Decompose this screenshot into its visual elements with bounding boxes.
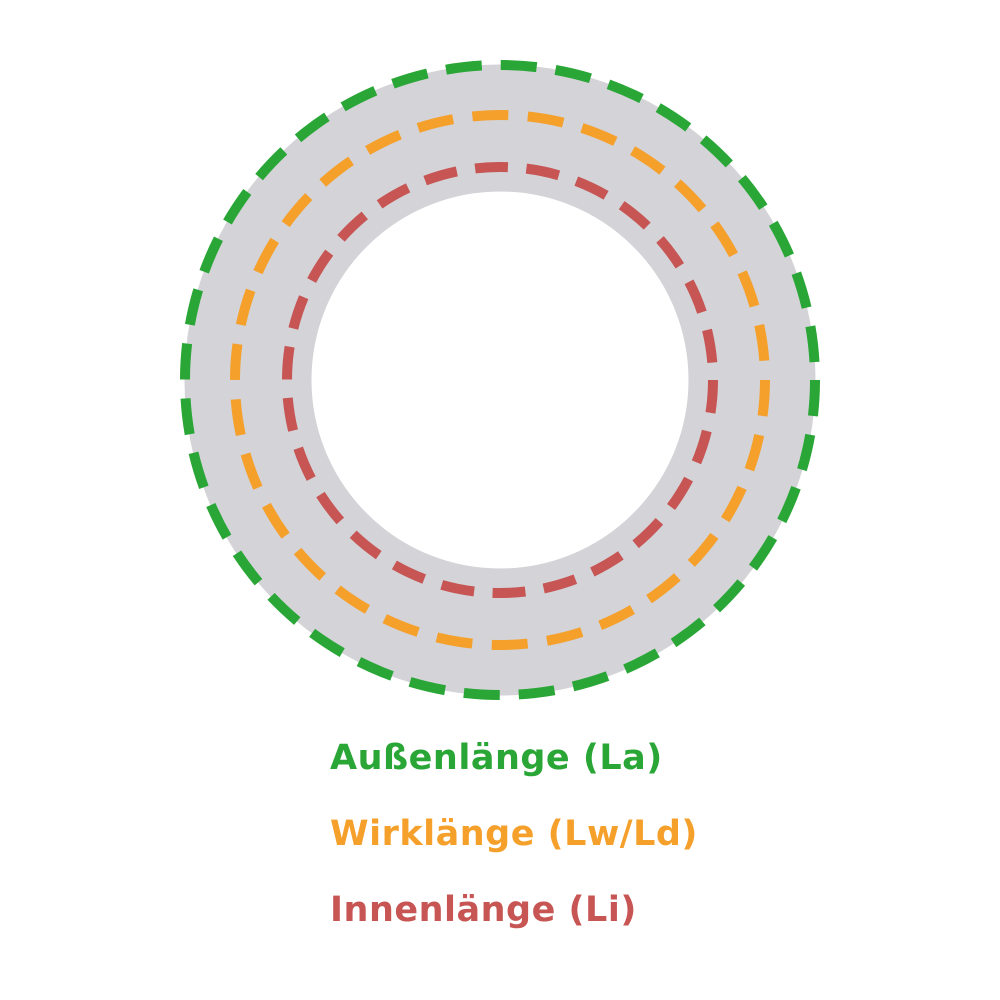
- effective-length-circle: [230, 110, 770, 650]
- inner-length-circle: [282, 162, 718, 598]
- legend-outer-length: Außenlänge (La): [330, 738, 663, 778]
- belt-ring: [184, 64, 816, 696]
- vbelt-length-diagram: [180, 60, 820, 700]
- legend-effective-length: Wirklänge (Lw/Ld): [330, 814, 698, 854]
- legend: Außenlänge (La) Wirklänge (Lw/Ld) Innenl…: [330, 741, 698, 928]
- outer-length-circle: [180, 60, 820, 700]
- legend-inner-length: Innenlänge (Li): [330, 890, 637, 930]
